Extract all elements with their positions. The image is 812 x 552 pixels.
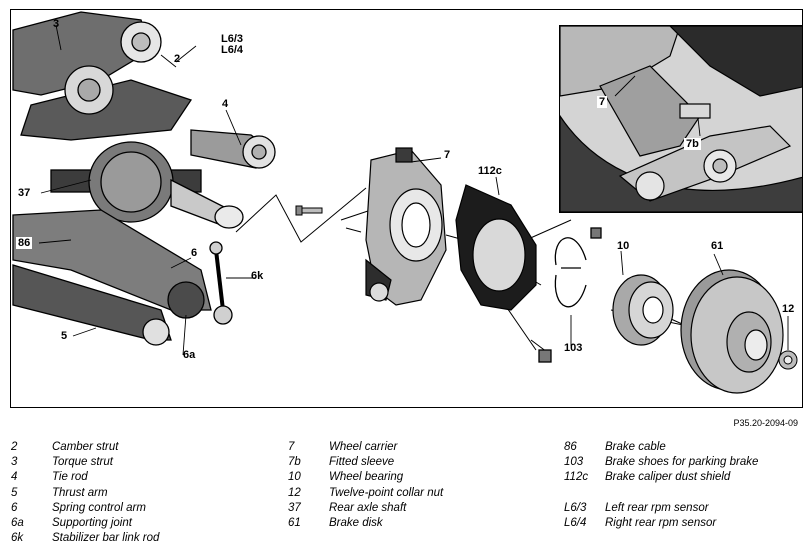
callout-37: 37 [16, 187, 33, 199]
dust-shield-drawing [455, 184, 537, 311]
legend-row: 2 Camber strut [11, 440, 159, 455]
legend-text: Right rear rpm sensor [605, 517, 717, 529]
legend-text: Left rear rpm sensor [605, 501, 709, 514]
exploded-view-frame: 3 2 L6/3 L6/4 4 37 86 6 6k 5 6a 7 112c 1… [10, 9, 803, 408]
legend-code: 4 [11, 471, 18, 484]
legend-row: 103 Brake shoes for parking brake [564, 455, 758, 470]
legend-row: L6/3 Left rear rpm sensor [564, 501, 758, 516]
legend-code: 7 [288, 441, 295, 453]
legend-code: 2 [11, 441, 18, 453]
legend-text: Thrust arm [52, 486, 108, 499]
legend-column-3: 86 Brake cable 103 Brake shoes for parking… [564, 440, 758, 531]
legend-text: Brake caliper dust shield [605, 471, 731, 484]
brake-disk-drawing [680, 269, 784, 394]
legend-column-1: 2 Camber strut 3 Torque strut 4 Tie rod 5 Th… [11, 440, 159, 546]
inset-callout-7b: 7b [684, 138, 701, 150]
collar-nut-drawing [778, 350, 798, 370]
brake-shoes-drawing [538, 227, 602, 363]
legend-text: Torque strut [52, 456, 113, 469]
inset-callout-7: 7 [597, 96, 608, 108]
legend-code: 10 [288, 471, 301, 484]
callout-2: 2 [174, 53, 181, 65]
legend-code: 112c [564, 471, 589, 484]
legend-row: 6 Spring control arm [11, 501, 159, 516]
legend-text: Wheel bearing [329, 471, 404, 484]
legend-row: 37 Rear axle shaft [288, 501, 443, 516]
callout-5: 5 [59, 330, 70, 342]
figure-reference: P35.20-2094-09 [733, 418, 798, 428]
legend-code: 7b [288, 456, 301, 469]
legend-row: 6k Stabilizer bar link rod [11, 531, 159, 546]
legend-row: 4 Tie rod [11, 470, 159, 485]
wheel-bearing-drawing [612, 274, 674, 346]
legend-row: 7 Wheel carrier [288, 440, 443, 455]
callout-3: 3 [53, 18, 60, 30]
legend-code: 3 [11, 456, 18, 469]
callout-86: 86 [16, 237, 33, 249]
legend-text: Rear axle shaft [329, 501, 407, 514]
callout-7: 7 [444, 149, 451, 161]
callout-12: 12 [782, 303, 795, 315]
legend-row: 7b Fitted sleeve [288, 455, 443, 470]
legend-row: 12 Twelve-point collar nut [288, 486, 443, 501]
callout-6: 6 [191, 247, 198, 259]
legend-text: Spring control arm [52, 501, 146, 514]
legend-row: 86 Brake cable [564, 440, 758, 455]
legend-text: Brake disk [329, 517, 383, 530]
legend-code: 6k [11, 532, 24, 545]
legend-row-spacer [564, 486, 758, 501]
legend-row: L6/4 Right rear rpm sensor [564, 516, 758, 531]
legend-code: L6/3 [564, 501, 587, 514]
legend-code [564, 486, 605, 501]
legend-text: Brake cable [605, 441, 666, 453]
callout-L6-4: L6/4 [221, 44, 244, 56]
legend-text: Supporting joint [52, 517, 132, 530]
legend-code: 6 [11, 501, 18, 514]
legend-text: Tie rod [52, 471, 88, 484]
legend-code: 5 [11, 486, 18, 499]
legend-code: L6/4 [564, 517, 587, 529]
leader-lines [38, 24, 789, 356]
inset-detail-drawing [560, 26, 802, 212]
legend-code: 6a [11, 517, 24, 530]
exploded-view-drawing [12, 11, 798, 394]
callout-103: 103 [564, 342, 583, 354]
legend-text: Stabilizer bar link rod [52, 532, 160, 545]
legend-code: 37 [288, 501, 301, 514]
legend-text: Brake shoes for parking brake [605, 456, 759, 469]
legend-code: 61 [288, 517, 301, 530]
legend-code: 12 [288, 486, 301, 499]
callout-6k: 6k [251, 270, 264, 282]
legend-text: Fitted sleeve [329, 456, 395, 469]
legend-text: Twelve-point collar nut [329, 486, 444, 499]
wheel-carrier-drawing [365, 147, 447, 306]
callout-112c: 112c [478, 165, 502, 177]
legend-row: 112c Brake caliper dust shield [564, 470, 758, 485]
legend-row: 6a Supporting joint [11, 516, 159, 531]
legend-text: Camber strut [52, 441, 119, 453]
legend-text: Wheel carrier [329, 441, 398, 453]
inset-detail: 7 7b [559, 25, 802, 213]
callout-6a: 6a [183, 349, 196, 361]
bolt-drawing [295, 205, 323, 216]
legend-row: 10 Wheel bearing [288, 470, 443, 485]
legend-code: 86 [564, 441, 577, 453]
legend-code: 103 [564, 456, 584, 469]
legend-row: 3 Torque strut [11, 455, 159, 470]
callout-61: 61 [711, 240, 724, 252]
callout-10: 10 [617, 240, 630, 252]
legend-column-2: 7 Wheel carrier 7b Fitted sleeve 10 Wheel b… [288, 440, 443, 531]
legend-row: 61 Brake disk [288, 516, 443, 531]
legend-row: 5 Thrust arm [11, 486, 159, 501]
callout-4: 4 [222, 98, 229, 110]
callout-L6-3: L6/3 [221, 33, 244, 45]
suspension-assembly [12, 11, 276, 346]
